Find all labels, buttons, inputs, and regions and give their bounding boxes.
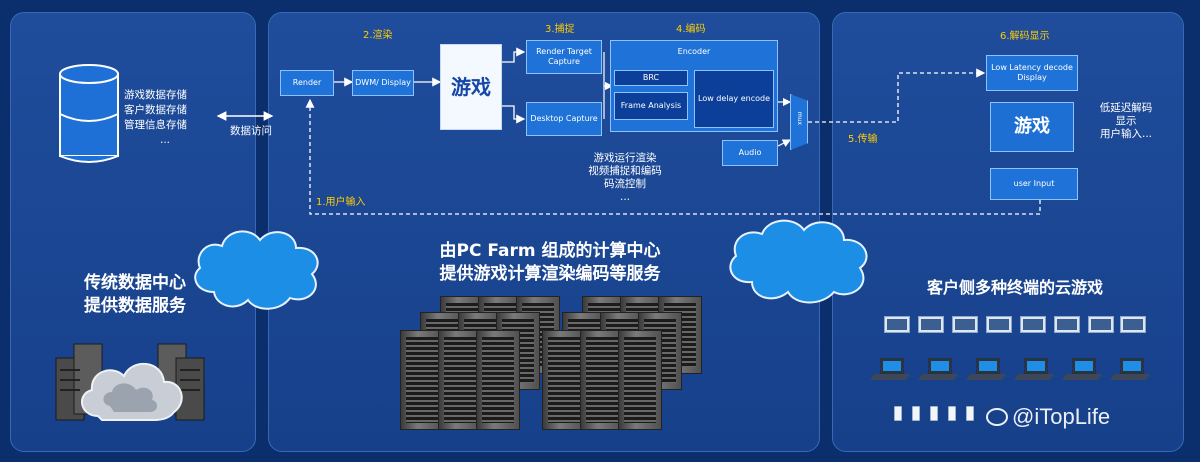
server-rack (476, 330, 520, 430)
user-input-box: user Input (990, 168, 1078, 200)
audio-box: Audio (722, 140, 778, 166)
monitor-icon (918, 316, 944, 333)
monitor-icon (1054, 316, 1080, 333)
laptop-icon (1014, 358, 1054, 380)
left-title-line-1: 传统数据中心 (84, 273, 186, 293)
monitor-icon (1088, 316, 1114, 333)
laptop-icon (966, 358, 1006, 380)
server-cloud-icon (55, 343, 205, 421)
middle-title-line-2: 提供游戏计算渲染编码等服务 (439, 264, 661, 284)
step-render-label: 2.渲染 (363, 30, 393, 41)
brc-box: BRC (614, 70, 688, 86)
right-panel-title: 客户侧多种终端的云游戏 (926, 278, 1103, 297)
middle-title-line-1: 由PC Farm 组成的计算中心 (439, 241, 661, 261)
storage-item-game: 游戏数据存储 (124, 89, 187, 101)
monitor-icon (986, 316, 1012, 333)
laptop-row (870, 358, 1150, 380)
dwm-display-box: DWM/ Display (352, 70, 414, 96)
client-desc-line-2: 显示 (1115, 115, 1137, 127)
game-box-client: 游戏 (990, 102, 1074, 152)
game-to-desktop-arrow (502, 105, 526, 124)
laptop-icon (1062, 358, 1102, 380)
step-encode-label: 4.编码 (676, 24, 706, 35)
mux-block: mux (790, 94, 808, 150)
step-capture-label: 3.捕捉 (545, 24, 575, 35)
low-delay-encode-box: Low delay encode (694, 70, 774, 128)
step-transfer-label: 5.传输 (848, 134, 878, 145)
game-box-server: 游戏 (440, 44, 502, 130)
database-icon (59, 64, 119, 163)
phone-icon (912, 406, 920, 421)
server-desc-line-2: 视频捕捉和编码 (588, 165, 662, 177)
phone-icon (966, 406, 974, 421)
render-box: Render (280, 70, 334, 96)
mux-label: mux (796, 111, 804, 126)
phone-icon (894, 406, 902, 421)
storage-item-management: 管理信息存储 (124, 119, 187, 131)
audio-to-mux-arrow (777, 139, 792, 147)
left-panel-title: 传统数据中心 提供数据服务 (30, 272, 240, 318)
server-desc-line-1: 游戏运行渲染 (593, 152, 657, 164)
step-user-input-label: 1.用户输入 (316, 197, 366, 208)
client-desc-line-3: 用户输入... (1099, 128, 1152, 140)
data-access-label: 数据访问 (230, 125, 272, 137)
phone-icon (930, 406, 938, 421)
monitor-icon (1020, 316, 1046, 333)
laptop-icon (918, 358, 958, 380)
storage-item-customer: 客户数据存储 (124, 104, 187, 116)
encoder-label: Encoder (677, 47, 711, 56)
step-decode-label: 6.解码显示 (1000, 31, 1050, 42)
watermark-logo-icon (986, 408, 1008, 426)
server-desc-line-4: ... (619, 191, 630, 203)
cloud-left-icon (194, 230, 319, 310)
laptop-icon (870, 358, 910, 380)
laptop-icon (1110, 358, 1150, 380)
server-description: 游戏运行渲染 视频捕捉和编码 码流控制 ... (570, 152, 680, 204)
game-to-rtc-arrow (502, 47, 526, 63)
storage-list: 游戏数据存储 客户数据存储 管理信息存储 ... (124, 88, 187, 148)
monitor-icon (952, 316, 978, 333)
server-rack (580, 330, 624, 430)
desktop-capture-box: Desktop Capture (526, 102, 602, 136)
client-description: 低延迟解码 显示 用户输入... (1090, 102, 1162, 141)
render-target-capture-box: Render Target Capture (526, 40, 602, 74)
user-input-arrow (305, 98, 1041, 215)
transfer-arrow (808, 68, 986, 123)
middle-panel-title: 由PC Farm 组成的计算中心 提供游戏计算渲染编码等服务 (380, 240, 720, 286)
frame-analysis-box: Frame Analysis (614, 92, 688, 120)
monitor-icon (884, 316, 910, 333)
monitor-icon (1120, 316, 1146, 333)
watermark: @iTopLife (986, 404, 1110, 430)
phone-icon (948, 406, 956, 421)
cloud-right-icon (729, 219, 868, 304)
server-rack (400, 330, 444, 430)
server-desc-line-3: 码流控制 (604, 178, 646, 190)
client-desc-line-1: 低延迟解码 (1099, 102, 1153, 114)
storage-item-more: ... (160, 134, 171, 146)
watermark-text: @iTopLife (1012, 404, 1111, 429)
server-rack (618, 330, 662, 430)
low-latency-decode-box: Low Latency decode Display (986, 55, 1078, 91)
left-title-line-2: 提供数据服务 (84, 296, 186, 316)
